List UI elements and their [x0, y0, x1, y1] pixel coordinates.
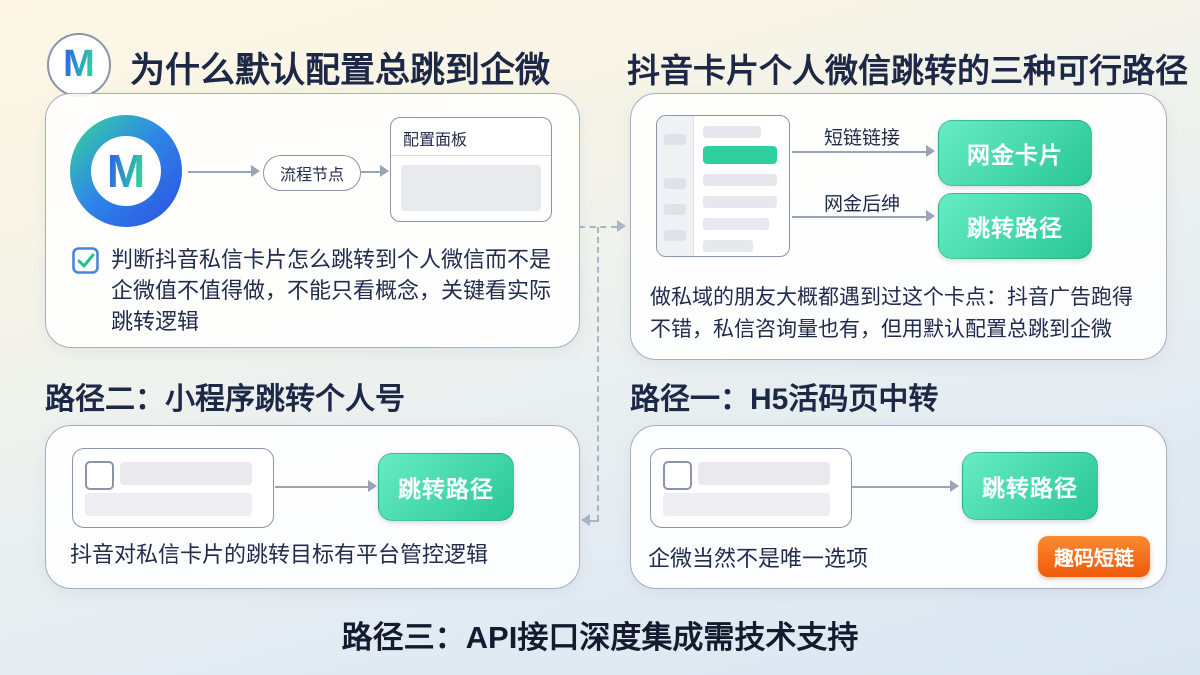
arrow-label-shortlink: 短链链接	[824, 128, 901, 149]
mock-message-box	[650, 448, 852, 528]
jump-path-button[interactable]: 跳转路径	[938, 193, 1092, 259]
placeholder-bar	[698, 462, 830, 485]
brand-logo-small: M	[47, 33, 111, 97]
dashed-connector-line	[597, 227, 599, 521]
placeholder-block	[401, 165, 541, 211]
brand-logo-letter: M	[106, 145, 146, 197]
mock-sidebar	[657, 116, 694, 256]
qumacode-badge[interactable]: 趣码短链	[1038, 536, 1150, 577]
path1-card-body: 企微当然不是唯一选项	[648, 546, 869, 571]
flow-node-pill: 流程节点	[263, 155, 361, 191]
arrow-right-icon	[251, 165, 260, 177]
card-button-label: 网金卡片	[967, 142, 1063, 168]
flow-arrow-line	[188, 171, 251, 173]
checklist-row: 判断抖音私信卡片怎么跳转到个人微信而不是企微值不值得做，不能只看概念，关键看实际…	[72, 244, 564, 338]
heading-path3: 路径三：API接口深度集成需技术支持	[341, 620, 859, 655]
heading-path1: 路径一：H5活码页中转	[630, 383, 939, 416]
paths-card-body: 做私域的朋友大概都遇到过这个卡点：抖音广告跑得不错，私信咨询量也有，但用默认配置…	[650, 286, 1133, 341]
arrow-left-icon	[581, 514, 590, 526]
path2-card-body: 抖音对私信卡片的跳转目标有平台管控逻辑	[70, 542, 489, 567]
flow-arrow-line	[792, 151, 926, 153]
mock-highlight-row	[703, 146, 777, 164]
mock-message-box	[72, 448, 274, 528]
jump-path-button-label: 跳转路径	[398, 476, 494, 502]
brand-logo-large: M	[70, 115, 182, 227]
placeholder-bar	[85, 493, 252, 516]
config-panel-title: 配置面板	[403, 132, 468, 149]
jump-path-button[interactable]: 跳转路径	[378, 453, 514, 521]
jump-path-button-label: 跳转路径	[967, 215, 1063, 241]
card-button-wangjin[interactable]: 网金卡片	[938, 120, 1092, 186]
heading-path2: 路径二：小程序跳转个人号	[45, 383, 405, 416]
config-panel: 配置面板	[390, 117, 552, 222]
arrow-right-icon	[950, 480, 959, 492]
flow-arrow-line	[852, 486, 950, 488]
mock-app-panel	[656, 115, 790, 257]
arrow-right-icon	[926, 145, 935, 157]
placeholder-bar	[120, 462, 252, 485]
arrow-label-suffix: 网金后绅	[824, 194, 901, 215]
brand-logo-letter: M	[63, 43, 95, 85]
title-left: 为什么默认配置总跳到企微	[130, 51, 551, 90]
flow-arrow-line	[275, 486, 368, 488]
flow-arrow-line	[792, 216, 926, 218]
placeholder-bar	[663, 493, 830, 516]
qumacode-badge-label: 趣码短链	[1054, 548, 1134, 570]
arrow-right-icon	[380, 165, 389, 177]
flow-arrow-line	[360, 171, 380, 173]
arrow-right-icon	[926, 210, 935, 222]
checklist-text: 判断抖音私信卡片怎么跳转到个人微信而不是企微值不值得做，不能只看概念，关键看实际…	[111, 247, 552, 335]
checkbox-checked-icon	[72, 247, 99, 274]
jump-path-button-label: 跳转路径	[982, 475, 1078, 501]
checkbox-icon	[663, 461, 692, 490]
brand-logo-inner-circle: M	[91, 136, 161, 206]
flow-node-label: 流程节点	[279, 167, 344, 184]
divider	[391, 155, 551, 156]
jump-path-button[interactable]: 跳转路径	[962, 452, 1098, 520]
title-right: 抖音卡片个人微信跳转的三种可行路径	[627, 52, 1188, 89]
checkbox-icon	[85, 461, 114, 490]
dashed-connector-line	[590, 520, 599, 522]
arrow-right-icon	[617, 220, 626, 232]
arrow-right-icon	[368, 480, 377, 492]
